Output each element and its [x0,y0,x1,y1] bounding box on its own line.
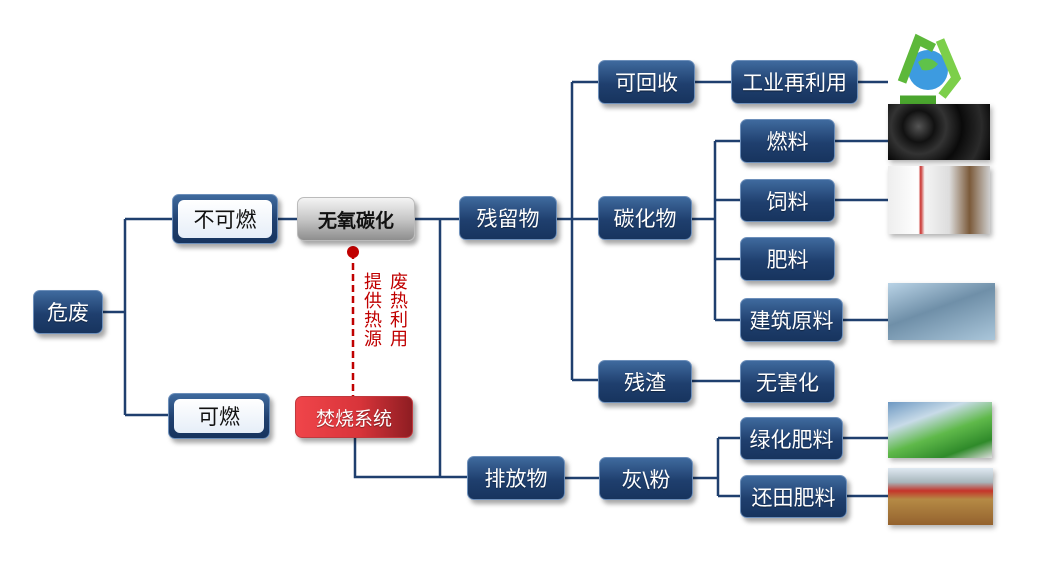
node-field-fertilizer: 还田肥料 [740,475,847,518]
node-combustible: 可燃 [168,393,270,439]
annotation-waste-heat: 废热利用 [387,272,408,348]
node-non-combustible: 不可燃 [172,194,278,244]
node-incineration-system: 焚烧系统 [295,396,413,438]
node-emissions: 排放物 [467,456,565,500]
building-parts-image [888,283,995,340]
node-industrial-reuse: 工业再利用 [731,60,858,104]
node-slag: 残渣 [598,360,692,403]
node-greening-fertilizer: 绿化肥料 [740,417,843,460]
node-carbide: 碳化物 [598,196,692,240]
node-recyclable: 可回收 [598,60,695,104]
node-fertilizer: 肥料 [740,237,835,281]
charcoal-fuel-image [888,104,990,160]
recycle-globe-icon [897,33,962,105]
node-label: 不可燃 [178,200,272,238]
node-fuel: 燃料 [740,119,835,163]
chickens-feed-image [888,166,990,234]
heat-link-dot [347,246,359,258]
node-anaerobic-carbonization: 无氧碳化 [297,197,415,241]
annotation-heat-source: 提供热源 [361,272,382,348]
node-label: 可燃 [174,399,264,433]
tractor-field-image [888,468,993,525]
green-slope-image [888,402,992,458]
node-hazardous-waste: 危废 [33,290,103,334]
node-residue: 残留物 [459,196,557,240]
node-ash-powder: 灰\粉 [599,457,693,500]
node-harmless: 无害化 [740,360,835,403]
node-feed: 饲料 [740,179,835,222]
node-building-material: 建筑原料 [740,298,843,342]
